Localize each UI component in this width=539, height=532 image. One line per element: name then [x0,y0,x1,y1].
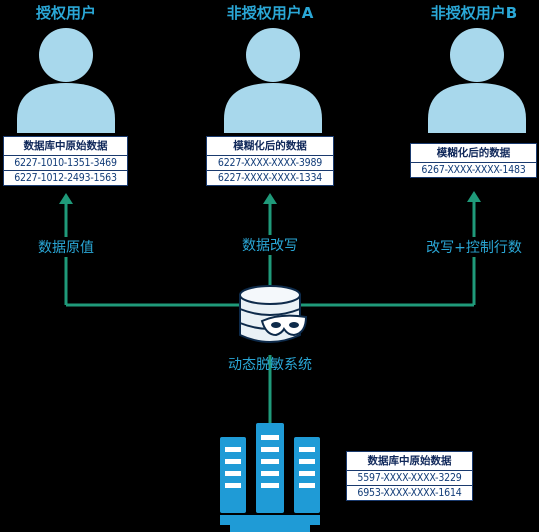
data-box-header: 数据库中原始数据 [347,452,472,471]
data-row: 6227-XXXX-XXXX-1334 [217,172,323,184]
user-icon [428,28,526,133]
data-box-header: 模糊化后的数据 [207,137,333,156]
user-title-a: 非授权用户A [226,4,314,22]
system-label: 动态脱敏系统 [228,357,312,373]
data-box-user-a: 模糊化后的数据 6227-XXXX-XXXX-3989 6227-XXXX-XX… [206,136,334,186]
arrow-up-icon [59,193,73,204]
data-row: 6267-XXXX-XXXX-1483 [421,164,526,176]
arrow-up-icon [263,193,277,204]
flow-label-rewrite-limit: 改写+控制行数 [423,237,525,257]
data-row: 6227-XXXX-XXXX-3989 [207,156,333,171]
data-row: 6953-XXXX-XXXX-1614 [357,487,462,499]
data-box-user-b: 模糊化后的数据 6267-XXXX-XXXX-1483 [410,143,537,178]
user-title-authorized: 授权用户 [35,4,97,22]
flow-label-rewrite: 数据改写 [239,235,301,255]
masking-database-icon [239,285,308,343]
server-icon [220,423,320,532]
data-box-header: 数据库中原始数据 [4,137,127,156]
arrow-up-icon [467,191,481,202]
data-row: 6227-1012-2493-1563 [14,172,117,184]
data-row: 6227-1010-1351-3469 [4,156,127,171]
flow-label-original: 数据原值 [35,237,97,257]
user-title-b: 非授权用户B [430,4,518,22]
data-box-authorized: 数据库中原始数据 6227-1010-1351-3469 6227-1012-2… [3,136,128,186]
data-row: 5597-XXXX-XXXX-3229 [347,471,472,486]
user-icon [17,28,115,133]
data-box-server: 数据库中原始数据 5597-XXXX-XXXX-3229 6953-XXXX-X… [346,451,473,501]
mask-icon [260,314,308,337]
user-icon [224,28,322,133]
data-box-header: 模糊化后的数据 [411,144,536,163]
